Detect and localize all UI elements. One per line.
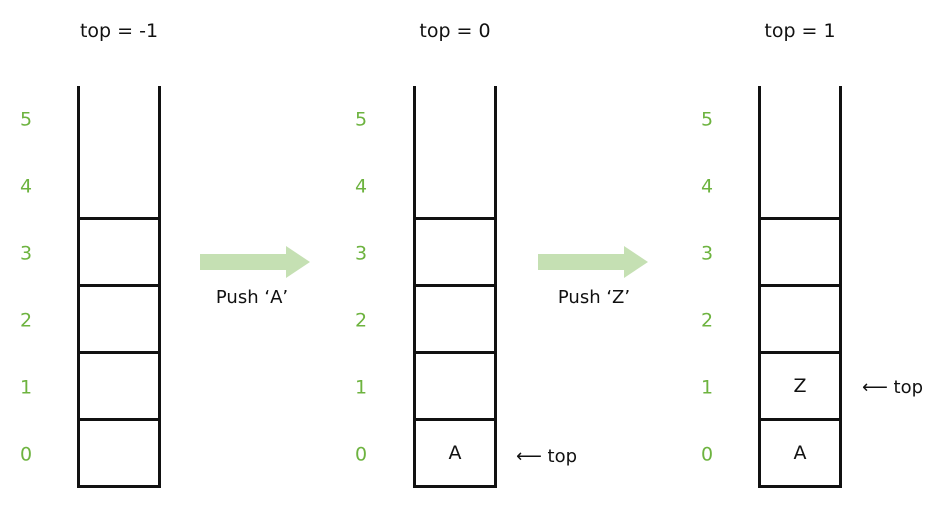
stack-cell bbox=[80, 421, 158, 488]
stack-cell: A bbox=[416, 421, 494, 488]
stack-cell bbox=[80, 220, 158, 287]
stage-title: top = -1 bbox=[79, 20, 159, 42]
index-label: 3 bbox=[354, 242, 368, 265]
stack-container: A Z bbox=[758, 86, 842, 488]
stack-container bbox=[77, 86, 161, 488]
stack-cell bbox=[761, 287, 839, 354]
index-label: 5 bbox=[700, 108, 714, 131]
index-label: 2 bbox=[19, 309, 33, 332]
index-label: 4 bbox=[19, 175, 33, 198]
stack-cell bbox=[80, 287, 158, 354]
index-label: 0 bbox=[19, 443, 33, 466]
top-pointer-label: ⟵ top bbox=[862, 377, 924, 398]
stack-cell bbox=[80, 354, 158, 421]
stack-cell bbox=[761, 153, 839, 220]
operation-label: Push ‘Z’ bbox=[557, 287, 631, 308]
index-label: 2 bbox=[700, 309, 714, 332]
index-label: 4 bbox=[700, 175, 714, 198]
index-label: 5 bbox=[19, 108, 33, 131]
index-label: 1 bbox=[700, 376, 714, 399]
right-arrow-icon bbox=[538, 246, 648, 278]
stage-title: top = 0 bbox=[419, 20, 491, 42]
index-label: 3 bbox=[19, 242, 33, 265]
top-pointer-label: ⟵ top bbox=[516, 446, 578, 467]
stack-container: A bbox=[413, 86, 497, 488]
index-label: 3 bbox=[700, 242, 714, 265]
stack-cell bbox=[80, 153, 158, 220]
stage-title: top = 1 bbox=[764, 20, 836, 42]
stack-cell bbox=[416, 153, 494, 220]
stack-cell bbox=[761, 220, 839, 287]
operation-label: Push ‘A’ bbox=[215, 287, 289, 308]
stack-cell bbox=[416, 287, 494, 354]
index-label: 2 bbox=[354, 309, 368, 332]
index-label: 1 bbox=[19, 376, 33, 399]
index-label: 4 bbox=[354, 175, 368, 198]
stack-cell bbox=[416, 220, 494, 287]
right-arrow-icon bbox=[200, 246, 310, 278]
index-label: 5 bbox=[354, 108, 368, 131]
stack-cell bbox=[416, 354, 494, 421]
stack-cell: Z bbox=[761, 354, 839, 421]
index-label: 1 bbox=[354, 376, 368, 399]
stack-cell: A bbox=[761, 421, 839, 488]
index-label: 0 bbox=[700, 443, 714, 466]
index-label: 0 bbox=[354, 443, 368, 466]
